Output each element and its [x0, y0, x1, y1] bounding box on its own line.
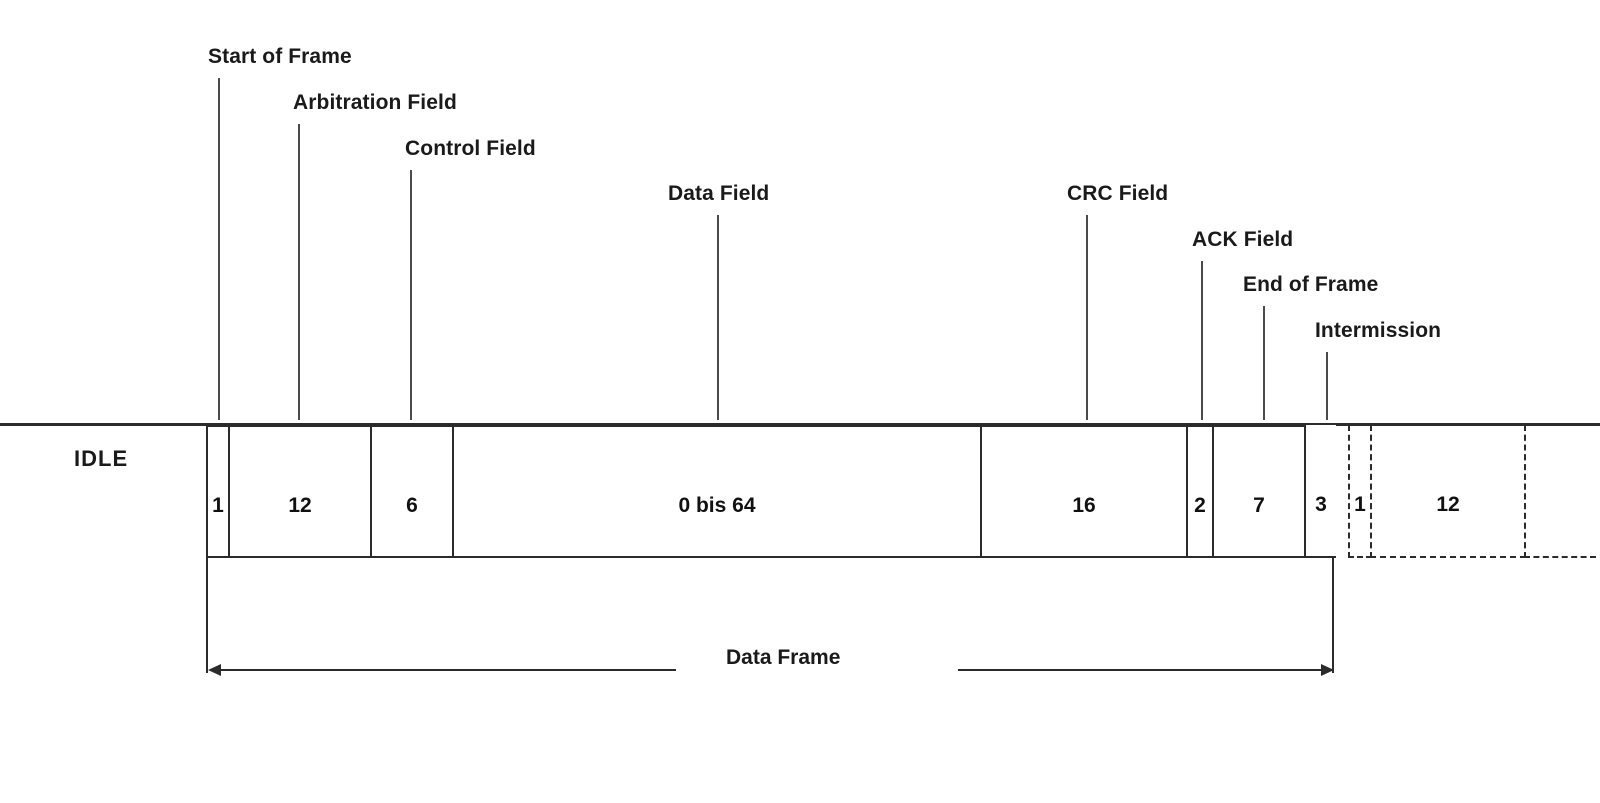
frame-cell-value: 2: [1194, 494, 1206, 517]
dashed-cell-next-continuation: [1524, 425, 1596, 558]
callout-label-ack-field: ACK Field: [1192, 228, 1294, 251]
frame-cell-value: 12: [288, 494, 312, 517]
dashed-cell-value: 1: [1354, 493, 1366, 516]
dashed-cell-next-arbitration: 12: [1370, 425, 1526, 558]
frame-cell-value: 16: [1072, 494, 1096, 517]
span-tick-right: [1332, 558, 1334, 673]
leader-line-intermission: [1326, 352, 1328, 420]
callout-label-start-of-frame: Start of Frame: [208, 45, 352, 68]
dashed-continuation-bar: 1 12: [1348, 425, 1596, 558]
frame-cell-value: 7: [1253, 494, 1265, 517]
leader-line-control-field: [410, 170, 412, 420]
leader-line-end-of-frame: [1263, 306, 1265, 420]
callout-label-arbitration-field: Arbitration Field: [293, 91, 457, 114]
frame-cell-start-of-frame: 1: [206, 425, 230, 558]
leader-line-crc-field: [1086, 215, 1088, 420]
span-line-left: [220, 669, 676, 671]
frame-cell-value: 0 bis 64: [678, 494, 756, 517]
callout-label-crc-field: CRC Field: [1067, 182, 1169, 205]
frame-cell-control: 6: [370, 425, 454, 558]
leader-line-arbitration-field: [298, 124, 300, 420]
frame-cell-value: 1: [212, 494, 224, 517]
frame-bar: 1 12 6 0 bis 64 16 2 7 3: [206, 425, 1336, 558]
span-arrowhead-right: [1321, 664, 1334, 676]
frame-cell-value: 6: [406, 494, 418, 517]
span-label-data-frame: Data Frame: [726, 646, 841, 669]
frame-cell-intermission: 3: [1304, 425, 1336, 558]
span-line-right: [958, 669, 1322, 671]
idle-baseline: [0, 423, 1600, 426]
callout-label-intermission: Intermission: [1315, 319, 1442, 342]
leader-line-start-of-frame: [218, 78, 220, 420]
span-tick-left: [206, 558, 208, 673]
frame-cell-end-of-frame: 7: [1212, 425, 1306, 558]
span-arrowhead-left: [208, 664, 221, 676]
frame-cell-arbitration: 12: [228, 425, 372, 558]
callout-label-data-field: Data Field: [668, 182, 770, 205]
frame-cell-data: 0 bis 64: [452, 425, 982, 558]
leader-line-ack-field: [1201, 261, 1203, 420]
leader-line-data-field: [717, 215, 719, 420]
dashed-cell-value: 12: [1436, 493, 1460, 516]
frame-cell-value: 3: [1315, 493, 1327, 516]
idle-label: IDLE: [74, 446, 129, 471]
frame-cell-crc: 16: [980, 425, 1188, 558]
dashed-cell-next-start-of-frame: 1: [1348, 425, 1372, 558]
callout-label-control-field: Control Field: [405, 137, 536, 160]
frame-cell-ack: 2: [1186, 425, 1214, 558]
callout-label-end-of-frame: End of Frame: [1243, 273, 1379, 296]
